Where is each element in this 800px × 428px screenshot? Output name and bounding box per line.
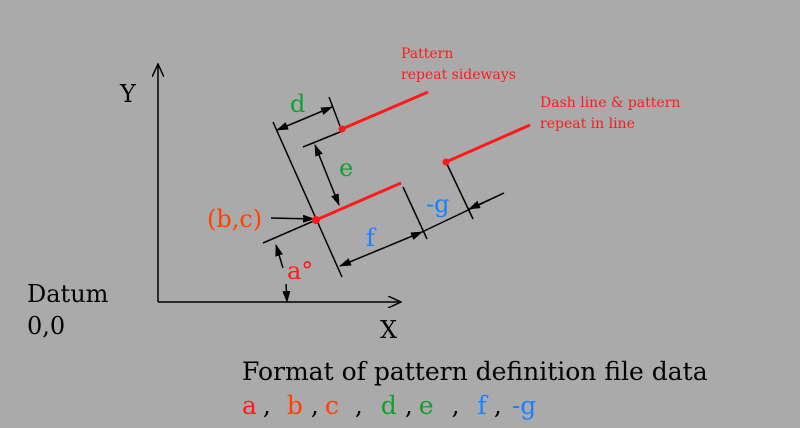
x-axis-label: X bbox=[380, 316, 397, 344]
field-g: -g bbox=[512, 391, 536, 420]
field-c: c bbox=[325, 391, 339, 420]
bc-label: (b,c) bbox=[207, 205, 262, 233]
field-e: e bbox=[419, 391, 434, 420]
format-title: Format of pattern definition file data bbox=[242, 357, 708, 386]
e-dimension-b bbox=[326, 174, 340, 206]
origin-point bbox=[312, 216, 320, 224]
f-extension bbox=[402, 186, 428, 240]
base-dash-line bbox=[315, 181, 402, 222]
note-inline-2: repeat in line bbox=[540, 116, 635, 132]
comma: , bbox=[263, 391, 271, 420]
d-extension bbox=[328, 96, 341, 127]
inline-point bbox=[442, 158, 450, 166]
field-b: b bbox=[287, 391, 303, 420]
a-arrow-up bbox=[275, 244, 284, 269]
a-label: a° bbox=[287, 257, 313, 285]
note-sideways-2: repeat sideways bbox=[401, 67, 516, 83]
datum-coords: 0,0 bbox=[27, 312, 65, 340]
a-extension bbox=[262, 219, 317, 244]
field-a: a bbox=[242, 391, 257, 420]
field-d: d bbox=[381, 391, 397, 420]
a-arrow-down bbox=[282, 283, 291, 303]
f-label: f bbox=[366, 224, 377, 252]
inline-dash-line bbox=[445, 123, 531, 164]
sideways-point bbox=[338, 125, 346, 133]
comma: , bbox=[452, 391, 460, 420]
f-dimension-b bbox=[380, 231, 423, 250]
note-sideways-1: Pattern bbox=[401, 46, 453, 62]
e-label: e bbox=[339, 154, 353, 182]
d-dimension bbox=[276, 117, 307, 131]
comma: , bbox=[405, 391, 413, 420]
d-dimension-b bbox=[305, 106, 333, 119]
comma: , bbox=[494, 391, 502, 420]
field-f: f bbox=[478, 391, 489, 420]
format-fields: a,b,c,d,e,f,-g bbox=[242, 391, 536, 420]
e-dimension bbox=[314, 144, 328, 176]
comma: , bbox=[355, 391, 363, 420]
g-label: -g bbox=[426, 190, 449, 218]
y-axis-label: Y bbox=[119, 80, 137, 108]
comma: , bbox=[311, 391, 319, 420]
e-extension bbox=[302, 129, 346, 148]
f-dimension bbox=[339, 248, 382, 267]
datum-label: Datum bbox=[27, 280, 109, 308]
note-inline-1: Dash line & pattern bbox=[540, 95, 680, 111]
sideways-dash-line bbox=[341, 90, 429, 131]
perpendicular-line bbox=[272, 121, 343, 278]
g-arrow bbox=[468, 192, 505, 210]
d-label: d bbox=[290, 90, 305, 118]
bc-arrow bbox=[270, 214, 315, 223]
